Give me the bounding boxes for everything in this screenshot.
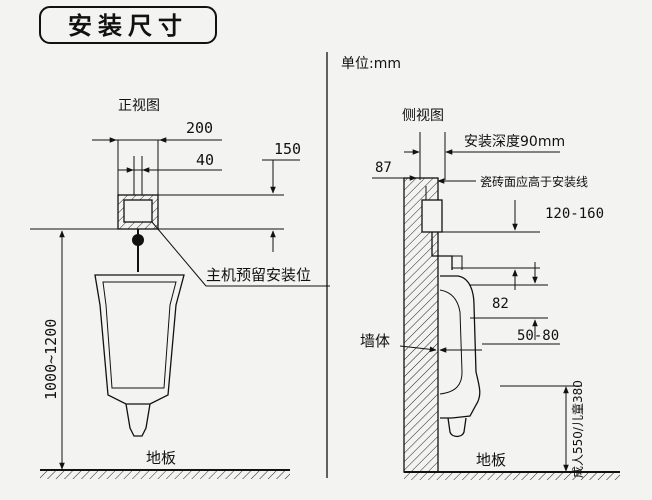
unit-label: 单位:mm	[341, 56, 401, 72]
front-view-label: 正视图	[118, 98, 160, 114]
urinal-side-drain	[447, 417, 467, 438]
side-floor-label: 地板	[476, 451, 506, 469]
depth-label: 安装深度90mm	[464, 134, 565, 150]
dim-82-text: 82	[492, 296, 509, 312]
host-position-label: 主机预留安装位	[206, 266, 311, 284]
urinal-front-drain	[125, 403, 151, 437]
tile-note-text: 瓷砖面应高于安装线	[480, 174, 588, 189]
front-view: 正视图 200 40 150 主机预留安装位	[30, 98, 330, 479]
diagram-title: 安装尺寸	[68, 12, 188, 40]
urinal-side-inner	[439, 289, 463, 395]
host-leader-line	[151, 221, 207, 287]
title-box	[39, 6, 217, 44]
dim-150-text: 150	[274, 140, 301, 158]
wall-leader	[399, 345, 437, 353]
pipe-fitting	[132, 234, 144, 246]
dim-120-160-text: 120-160	[545, 206, 604, 222]
side-view: 侧视图 安装深度90mm 87 瓷砖面应高于安装线 120-160	[360, 108, 620, 480]
side-floor-hatch	[404, 473, 620, 480]
front-floor-hatch	[40, 471, 290, 479]
urinal-front-bowl	[102, 281, 177, 389]
side-host-box	[421, 199, 443, 233]
side-view-label: 侧视图	[402, 108, 444, 124]
side-pipe	[431, 232, 453, 270]
dim-50-80-text: 50-80	[517, 328, 559, 344]
front-floor-label: 地板	[146, 449, 176, 467]
side-pipe-b	[445, 255, 463, 270]
host-box-inner	[123, 199, 153, 223]
height-note-text: 成人550/儿童380	[570, 380, 585, 478]
dim-200-text: 200	[186, 119, 213, 137]
dim-87-text: 87	[375, 160, 392, 176]
dim-40-text: 40	[196, 151, 214, 169]
urinal-side-profile	[440, 275, 481, 419]
wall-label: 墙体	[360, 332, 390, 350]
height-range-text: 1000~1200	[42, 319, 60, 400]
